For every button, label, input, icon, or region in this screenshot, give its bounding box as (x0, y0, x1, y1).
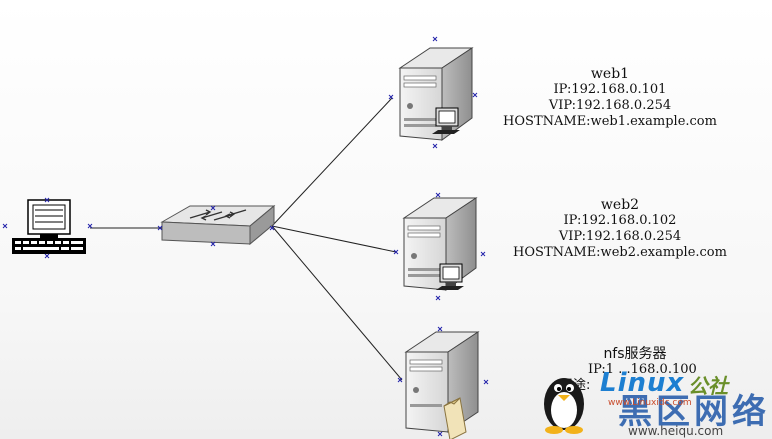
web2-ip: IP:192.168.0.102 (563, 213, 677, 228)
watermark-logo-text: Linux (600, 368, 685, 398)
web1-vip: VIP:192.168.0.254 (548, 98, 672, 113)
watermark-cn-small: 公社 (688, 374, 728, 398)
web1-label: web1 IP:192.168.0.101 VIP:192.168.0.254 … (490, 66, 730, 130)
web1-title: web1 (590, 66, 630, 82)
link-switch-web1 (271, 97, 393, 227)
web2-title: web2 (600, 197, 640, 213)
client-computer-icon (2, 197, 93, 259)
web2-server-icon (402, 197, 478, 291)
nfs-title: nfs服务器 (603, 346, 667, 362)
network-switch-icon (157, 204, 276, 247)
link-switch-web2 (271, 225, 397, 253)
web2-label: web2 IP:192.168.0.102 VIP:192.168.0.254 … (500, 197, 740, 261)
folder-icon (443, 397, 467, 439)
monitor-icon (436, 263, 464, 290)
monitor-icon (432, 107, 460, 134)
penguin-logo-icon (544, 378, 584, 434)
web2-vip: VIP:192.168.0.254 (558, 229, 682, 244)
nfs-server-icon (404, 331, 480, 439)
nfs-ip: IP:1 . .168.0.100 (588, 362, 697, 377)
web2-hostname: HOSTNAME:web2.example.com (513, 245, 727, 260)
watermark-url-big: www.heiqu.com (628, 424, 724, 438)
watermark-url-small: www.Linuxidc.com (608, 398, 692, 408)
web1-server-icon (398, 47, 474, 141)
connections (90, 97, 403, 381)
watermark-cn-big: 黑区网络 (618, 392, 770, 432)
web1-hostname: HOSTNAME:web1.example.com (503, 114, 717, 129)
link-switch-nfs (271, 225, 403, 381)
watermark: 黑区网络 Linux 公社 www.Linuxidc.com www.heiqu… (538, 362, 772, 439)
web1-ip: IP:192.168.0.101 (553, 82, 667, 97)
